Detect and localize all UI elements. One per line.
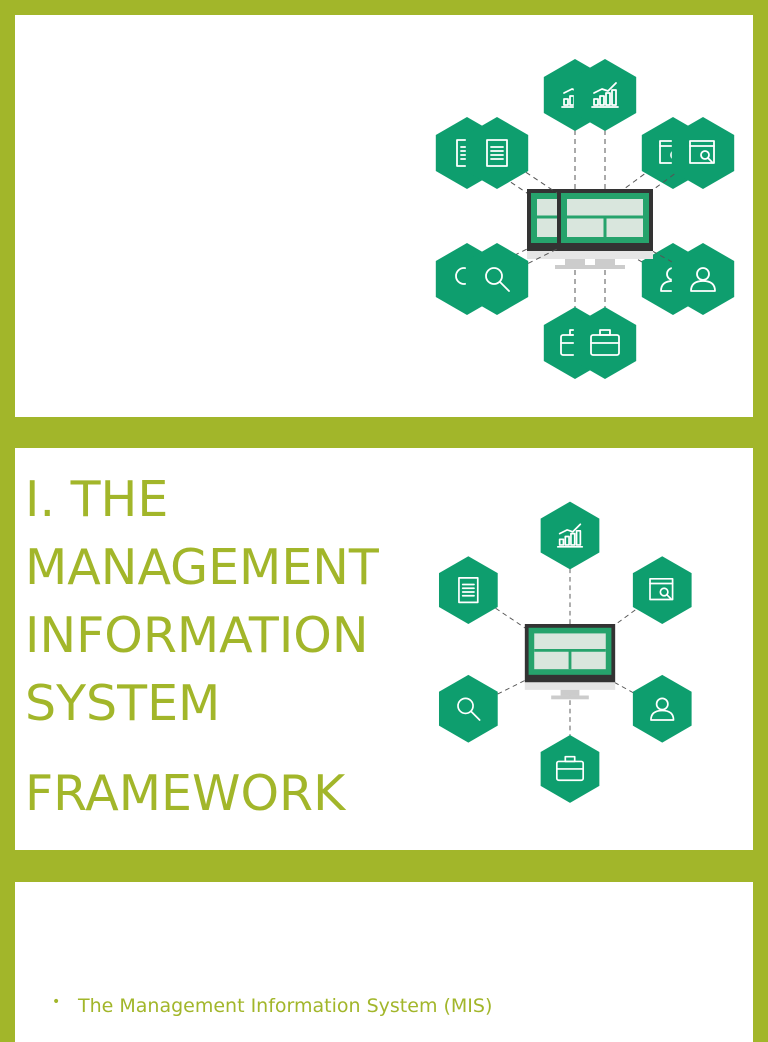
- title-line: SYSTEM: [25, 675, 221, 732]
- mis-diagram: [465, 59, 735, 379]
- hexagon-shape: [438, 674, 498, 743]
- monitor-icon: [557, 189, 653, 269]
- slide-1: [15, 15, 753, 417]
- hexagon-shape: [573, 59, 637, 131]
- browser-search-icon: [689, 140, 715, 164]
- hexagon-shape: [671, 117, 735, 189]
- title-line: MANAGEMENT: [25, 539, 379, 596]
- hexagon-shape: [540, 501, 600, 570]
- monitor-icon: [524, 624, 616, 700]
- browser-search-node: [671, 117, 735, 189]
- briefcase-icon: [555, 755, 585, 782]
- briefcase-node: [540, 735, 600, 803]
- browser-search-icon: [649, 577, 674, 601]
- bullet-item: • The Management Information System (MIS…: [52, 994, 493, 1017]
- magnifier-icon: [485, 267, 510, 292]
- mis-diagram: [438, 501, 692, 803]
- hexagon-shape: [465, 243, 529, 315]
- bar-chart-node: [573, 59, 637, 131]
- slide-3: • The Management Information System (MIS…: [15, 882, 753, 1042]
- bar-chart-icon: [556, 523, 584, 548]
- magnifier-node: [438, 674, 498, 743]
- slide-2: I. THE MANAGEMENT INFORMATION SYSTEM FRA…: [15, 448, 753, 850]
- title-line: FRAMEWORK: [25, 765, 346, 822]
- browser-search-node: [632, 556, 692, 624]
- hexagon-shape: [465, 117, 529, 189]
- magnifier-icon: [457, 697, 481, 721]
- title-line: INFORMATION: [25, 607, 369, 664]
- bar-chart-node: [540, 501, 600, 570]
- document-node: [465, 117, 529, 189]
- hexagon-shape: [671, 243, 735, 315]
- user-icon: [690, 267, 716, 292]
- briefcase-node: [573, 307, 637, 379]
- bullet-text: The Management Information System (MIS): [78, 995, 493, 1017]
- bullet-icon: •: [52, 994, 61, 1010]
- document-icon: [486, 139, 508, 167]
- hexagon-shape: [632, 674, 692, 743]
- hexagon-shape: [632, 556, 692, 624]
- user-node: [671, 243, 735, 315]
- bar-chart-icon: [591, 82, 619, 108]
- title-line: I. THE: [25, 471, 169, 528]
- magnifier-node: [465, 243, 529, 315]
- hexagon-shape: [438, 556, 498, 624]
- briefcase-icon: [590, 329, 620, 356]
- user-node: [632, 674, 692, 743]
- slide-title: I. THE MANAGEMENT INFORMATION SYSTEM FRA…: [25, 466, 379, 828]
- document-icon: [458, 577, 479, 604]
- user-icon: [650, 697, 675, 721]
- document-node: [438, 556, 498, 624]
